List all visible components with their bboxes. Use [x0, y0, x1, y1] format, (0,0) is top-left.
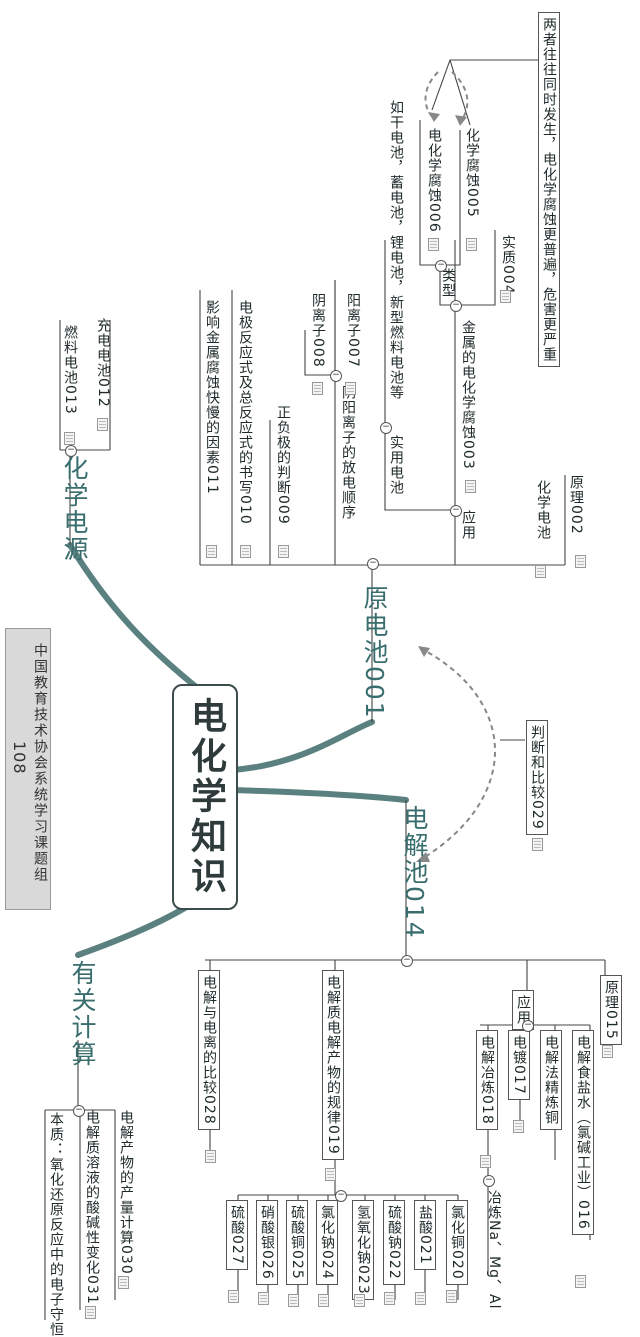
node-liangzhe-note[interactable]: 两者往往同时发生，电化学腐蚀更普遍，危害更严重: [538, 12, 560, 367]
note-icon[interactable]: [480, 1155, 491, 1168]
node-shiyan-016[interactable]: 电解食盐水（氯碱工业）016: [572, 1030, 594, 1235]
note-icon[interactable]: [240, 545, 251, 558]
note-icon[interactable]: [535, 565, 546, 578]
node-yingxiang-011[interactable]: 影响金属腐蚀快慢的因素011: [204, 300, 220, 495]
note-icon[interactable]: [312, 382, 323, 395]
node-item-021[interactable]: 盐酸021: [414, 1200, 436, 1270]
note-icon[interactable]: [602, 1045, 613, 1058]
node-dianxu-017[interactable]: 电镀017: [508, 1030, 530, 1100]
note-icon[interactable]: [466, 238, 477, 251]
footer-panel: 中国教育技术协会系统学习课题组 108: [5, 628, 51, 910]
note-icon[interactable]: [384, 1292, 395, 1305]
collapse-icon[interactable]: −: [330, 370, 342, 382]
node-shiyong-dianchi[interactable]: 实用电池: [388, 435, 404, 495]
node-bijiao-028[interactable]: 电解与电离的比较028: [198, 970, 220, 1130]
node-benzhi[interactable]: 本质：氧化还原反应中的电子守恒: [48, 1112, 64, 1337]
note-icon[interactable]: [446, 1290, 457, 1303]
note-icon[interactable]: [85, 1306, 96, 1319]
node-item-023[interactable]: 氢氧化钠023: [352, 1200, 374, 1300]
note-icon[interactable]: [325, 1168, 336, 1181]
node-yuanli-002[interactable]: 原理002: [568, 475, 584, 535]
note-icon[interactable]: [575, 1275, 586, 1288]
node-suanjian-031[interactable]: 电解质溶液的酸碱性变化031: [84, 1110, 100, 1305]
note-icon[interactable]: [278, 545, 289, 558]
node-item-024[interactable]: 氯化钠024: [316, 1200, 338, 1285]
node-chongdian-012[interactable]: 充电电池012: [95, 318, 111, 408]
branch-yuandianchi[interactable]: 原电池001: [360, 585, 389, 720]
collapse-icon[interactable]: −: [65, 445, 77, 457]
note-icon[interactable]: [345, 382, 356, 395]
collapse-icon[interactable]: −: [401, 955, 413, 967]
collapse-icon[interactable]: −: [522, 1020, 534, 1032]
node-jinshu-fushi-003[interactable]: 金属的电化学腐蚀003: [460, 320, 476, 470]
node-huaxuefushi-005[interactable]: 化学腐蚀005: [464, 128, 480, 218]
node-item-025[interactable]: 硫酸铜025: [286, 1200, 308, 1285]
collapse-icon[interactable]: −: [450, 300, 462, 312]
node-yuanli-015[interactable]: 原理015: [600, 975, 622, 1045]
node-yinlizi-008[interactable]: 阴离子008: [310, 293, 326, 368]
node-huaxuedianchi[interactable]: 化学电池: [535, 480, 551, 540]
node-dianhuaxuefushi-006[interactable]: 电化学腐蚀006: [426, 128, 442, 233]
collapse-icon[interactable]: −: [450, 505, 462, 517]
node-rugan[interactable]: 如干电池，蓄电池，锂电池，新型燃料电池等: [388, 100, 404, 400]
node-item-027[interactable]: 硫酸027: [226, 1200, 248, 1270]
note-icon[interactable]: [465, 480, 476, 493]
node-ranliao-013[interactable]: 燃料电池013: [62, 325, 78, 415]
branch-huaxuedianyuan[interactable]: 化学电源: [60, 455, 89, 563]
note-icon[interactable]: [513, 1120, 524, 1133]
note-icon[interactable]: [428, 238, 439, 251]
org-label: 中国教育技术协会系统学习课题组: [32, 643, 48, 883]
page-number: 108: [10, 741, 29, 775]
node-dianji-010[interactable]: 电极反应式及总反应式的书写010: [237, 300, 253, 525]
note-icon[interactable]: [118, 1276, 129, 1289]
note-icon[interactable]: [415, 1292, 426, 1305]
collapse-icon[interactable]: −: [435, 260, 447, 272]
node-yingyong[interactable]: 应用: [460, 510, 476, 540]
note-icon[interactable]: [64, 432, 75, 445]
note-icon[interactable]: [354, 1294, 365, 1307]
node-panduan-029[interactable]: 判断和比较029: [526, 720, 548, 835]
node-item-020[interactable]: 氯化铜020: [446, 1200, 468, 1285]
node-shizhi-004[interactable]: 实质004: [500, 235, 516, 295]
note-icon[interactable]: [228, 1290, 239, 1303]
node-yelian-na[interactable]: 冶炼Na、Mg、Al: [486, 1190, 502, 1310]
node-yelian-018[interactable]: 电解冶炼018: [476, 1030, 498, 1130]
note-icon[interactable]: [575, 555, 586, 568]
branch-youguanjisuan[interactable]: 有关计算: [68, 960, 97, 1068]
branch-dianjiechi[interactable]: 电解池014: [400, 805, 429, 940]
note-icon[interactable]: [288, 1294, 299, 1307]
collapse-icon[interactable]: −: [335, 1190, 347, 1202]
collapse-icon[interactable]: −: [367, 558, 379, 570]
central-topic[interactable]: 电化学知识: [172, 684, 238, 910]
note-icon[interactable]: [206, 545, 217, 558]
collapse-icon[interactable]: −: [73, 1105, 85, 1117]
note-icon[interactable]: [258, 1292, 269, 1305]
note-icon[interactable]: [205, 1150, 216, 1163]
node-zhengfu-009[interactable]: 正负极的判断009: [275, 405, 291, 525]
node-item-022[interactable]: 硫酸钠022: [383, 1200, 405, 1285]
node-leixing[interactable]: 类型: [440, 268, 456, 298]
node-jinglian[interactable]: 电解法精炼铜: [540, 1030, 562, 1130]
node-guilu-019[interactable]: 电解质电解产物的规律019: [322, 970, 344, 1160]
node-yinyang-fangdian[interactable]: 阴阳离子的放电顺序: [340, 385, 356, 520]
collapse-icon[interactable]: −: [380, 422, 392, 434]
node-yanglizi-007[interactable]: 阳离子007: [345, 293, 361, 368]
node-chanliang-030[interactable]: 电解产物的产量计算030: [118, 1110, 134, 1275]
collapse-icon[interactable]: −: [483, 1175, 495, 1187]
node-item-026[interactable]: 硝酸银026: [256, 1200, 278, 1285]
note-icon[interactable]: [532, 838, 543, 851]
note-icon[interactable]: [500, 290, 511, 303]
note-icon[interactable]: [318, 1294, 329, 1307]
note-icon[interactable]: [97, 418, 108, 431]
